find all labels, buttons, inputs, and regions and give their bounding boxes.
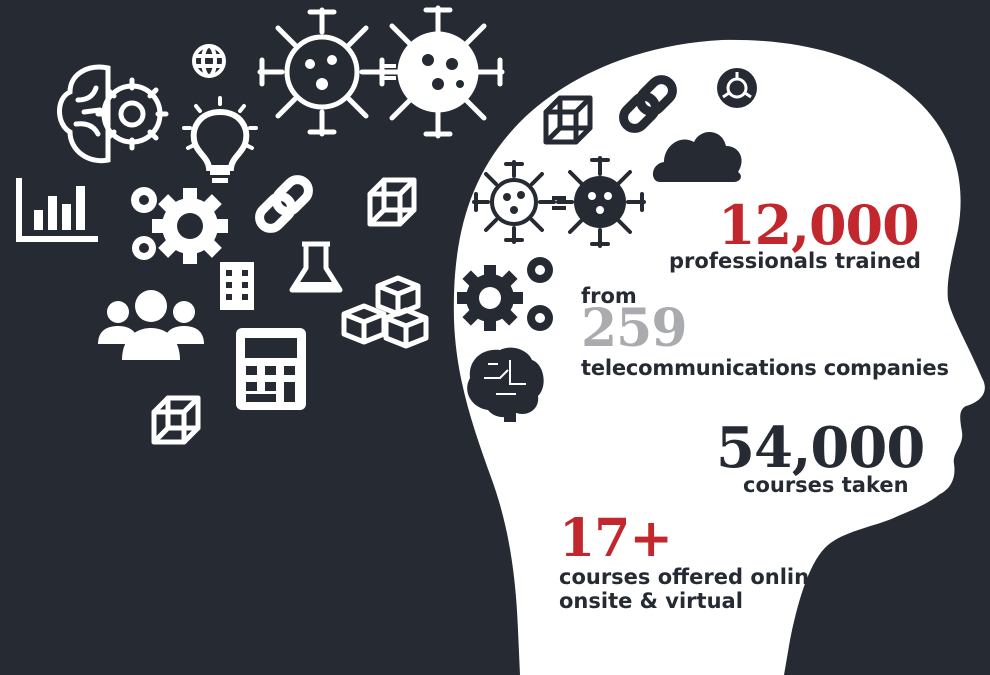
stat-courses-taken-caption: courses taken <box>743 473 909 497</box>
stat-companies-value: 259 <box>581 298 688 359</box>
connector-line <box>552 196 566 210</box>
stat-courses-offered-value: 17+ <box>559 508 673 569</box>
circuit-brain-icon <box>467 347 544 422</box>
brain-gear-icon <box>57 64 169 164</box>
cloud-icon <box>652 131 742 182</box>
virus-icon <box>257 7 387 137</box>
virus-icon <box>556 156 646 248</box>
boxes-icon <box>341 275 429 349</box>
lightbulb-icon <box>182 96 258 183</box>
stat-courses-offered-caption: courses offered online, onsite & virtual <box>559 565 831 613</box>
caption-line: courses offered online, <box>559 565 832 589</box>
gears-icon <box>131 187 228 264</box>
calculator-icon <box>236 328 306 410</box>
stat-professionals-caption: professionals trained <box>669 249 921 273</box>
stat-companies-caption: telecommunications companies <box>581 356 949 380</box>
stat-professionals-value: 12,000 <box>718 193 920 257</box>
team-icon <box>98 290 204 360</box>
building-icon <box>220 262 254 310</box>
stat-companies-prefix: from <box>581 284 637 308</box>
caption-line: onsite & virtual <box>559 589 743 614</box>
cube-network-icon <box>366 176 418 228</box>
connector-line <box>382 64 396 80</box>
stat-courses-taken-value: 54,000 <box>716 415 925 481</box>
chain-link-icon <box>255 175 313 233</box>
settings-icon <box>717 68 757 108</box>
globe-icon <box>192 44 226 78</box>
bar-chart-icon <box>16 178 98 242</box>
virus-icon <box>472 160 556 244</box>
cube-network-icon <box>150 394 202 446</box>
flask-icon <box>289 241 343 293</box>
gears-icon <box>457 257 553 331</box>
virus-icon <box>371 5 505 139</box>
